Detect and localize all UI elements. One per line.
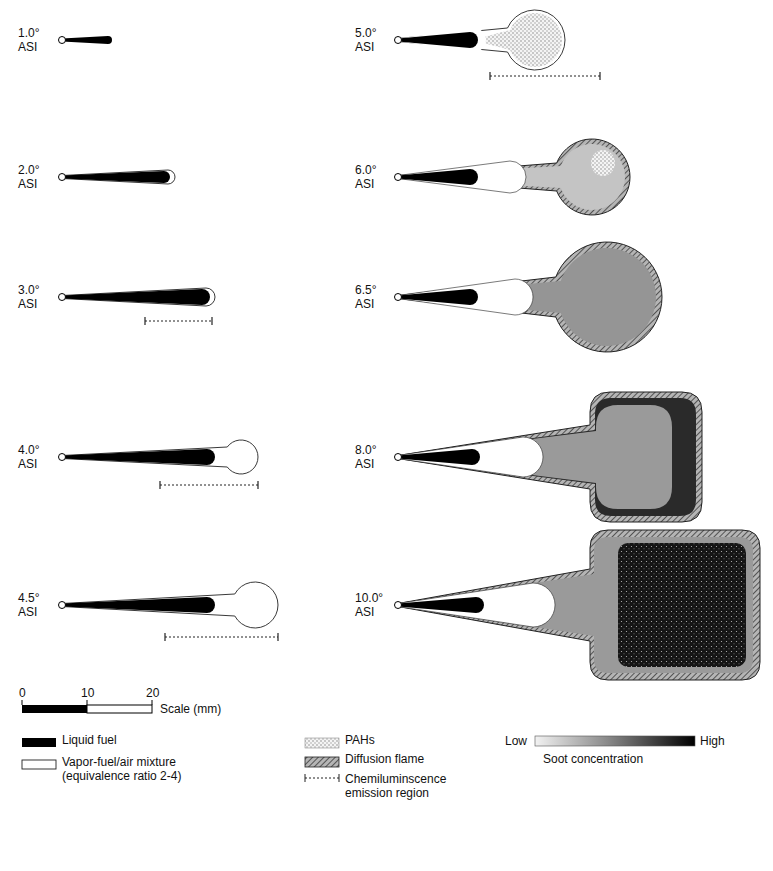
soot-high xyxy=(398,398,696,516)
span-tick xyxy=(277,633,278,641)
liquid-fuel xyxy=(398,32,478,48)
scale-label: 0 xyxy=(19,686,26,700)
legend-text: Chemiluminscence emission region xyxy=(345,772,463,800)
time-label: 1.0° ASI xyxy=(18,26,54,54)
legend-text: PAHs xyxy=(345,733,375,747)
legend-swatch xyxy=(22,760,56,769)
time-label: 6.5° ASI xyxy=(355,283,393,311)
liquid-fuel xyxy=(62,597,215,613)
span-tick xyxy=(339,774,340,782)
scale-label: 10 xyxy=(81,686,94,700)
vapor-core xyxy=(398,161,526,193)
legend-item xyxy=(305,738,339,748)
injector-nozzle xyxy=(59,294,66,301)
time-label: 6.0° ASI xyxy=(355,163,393,191)
legend-swatch xyxy=(305,738,339,748)
liquid-fuel xyxy=(398,169,478,185)
injector-nozzle xyxy=(395,174,402,181)
span-tick xyxy=(489,72,490,80)
span-tick xyxy=(257,481,258,489)
vapor-core xyxy=(398,28,486,52)
scale-label: 20 xyxy=(146,686,159,700)
soot-medium xyxy=(398,405,672,509)
diffusion-flame xyxy=(398,139,630,215)
legend-text: Vapor-fuel/air mixture (equivalence rati… xyxy=(62,755,222,783)
time-label: 4.5° ASI xyxy=(18,591,54,619)
time-label: 8.0° ASI xyxy=(355,443,393,471)
liquid-fuel xyxy=(398,449,480,465)
soot-medium xyxy=(398,537,753,673)
time-label: 3.0° ASI xyxy=(18,283,54,311)
scale-label: Scale (mm) xyxy=(160,702,221,716)
diffusion-flame xyxy=(398,242,662,352)
scale-tick xyxy=(22,700,23,705)
span-tick xyxy=(305,774,306,782)
vapor-region xyxy=(398,10,565,70)
vapor-region xyxy=(62,288,215,306)
legend-swatch xyxy=(305,757,339,767)
liquid-fuel xyxy=(62,36,112,44)
vapor-core xyxy=(398,279,533,315)
injector-nozzle xyxy=(59,602,66,609)
liquid-fuel xyxy=(62,289,210,305)
vapor-region xyxy=(62,440,258,474)
chemiluminescence-span xyxy=(145,321,212,322)
liquid-fuel xyxy=(62,449,215,465)
chemiluminescence-span xyxy=(165,637,278,638)
soot-high xyxy=(618,543,746,667)
injector-nozzle xyxy=(395,37,402,44)
injector-nozzle xyxy=(395,454,402,461)
vapor-core xyxy=(398,583,555,627)
injector-nozzle xyxy=(59,454,66,461)
diffusion-flame xyxy=(398,530,760,680)
soot-scale xyxy=(535,736,695,746)
legend-item xyxy=(22,738,56,747)
liquid-fuel xyxy=(398,289,478,305)
legend-text: Liquid fuel xyxy=(62,733,117,747)
span-tick xyxy=(211,317,212,325)
injector-nozzle xyxy=(59,37,66,44)
legend-item xyxy=(305,757,339,767)
diffusion-flame xyxy=(398,392,702,522)
time-label: 5.0° ASI xyxy=(355,26,393,54)
vapor-region xyxy=(62,582,278,628)
vapor-region xyxy=(62,170,175,184)
scale-tick xyxy=(152,700,153,705)
injector-nozzle xyxy=(395,602,402,609)
span-tick xyxy=(164,633,165,641)
span-tick xyxy=(144,317,145,325)
pah-region xyxy=(478,13,562,67)
soot-scale-label: Soot concentration xyxy=(543,752,643,766)
soot-scale-label: High xyxy=(700,734,725,748)
soot-medium xyxy=(398,248,656,346)
scale-bar xyxy=(87,705,152,713)
liquid-fuel xyxy=(62,171,170,183)
scale-bar xyxy=(22,705,87,713)
liquid-fuel xyxy=(398,597,484,613)
soot-low xyxy=(398,144,625,210)
chemiluminescence-span xyxy=(490,76,600,77)
span-tick xyxy=(599,72,600,80)
injector-nozzle xyxy=(395,294,402,301)
legend-item xyxy=(305,774,339,782)
span-tick xyxy=(159,481,160,489)
legend-item xyxy=(22,760,56,769)
scale-tick xyxy=(87,700,88,705)
time-label: 10.0° ASI xyxy=(355,591,393,619)
pah-region xyxy=(591,150,615,176)
legend-text: Diffusion flame xyxy=(345,752,424,766)
spray-sequence xyxy=(22,10,760,746)
chemiluminescence-span xyxy=(160,485,258,486)
injector-nozzle xyxy=(59,174,66,181)
time-label: 2.0° ASI xyxy=(18,163,54,191)
legend-swatch xyxy=(305,778,339,779)
legend-swatch xyxy=(22,738,56,747)
time-label: 4.0° ASI xyxy=(18,443,54,471)
soot-scale-label: Low xyxy=(505,734,527,748)
vapor-core xyxy=(398,437,543,477)
